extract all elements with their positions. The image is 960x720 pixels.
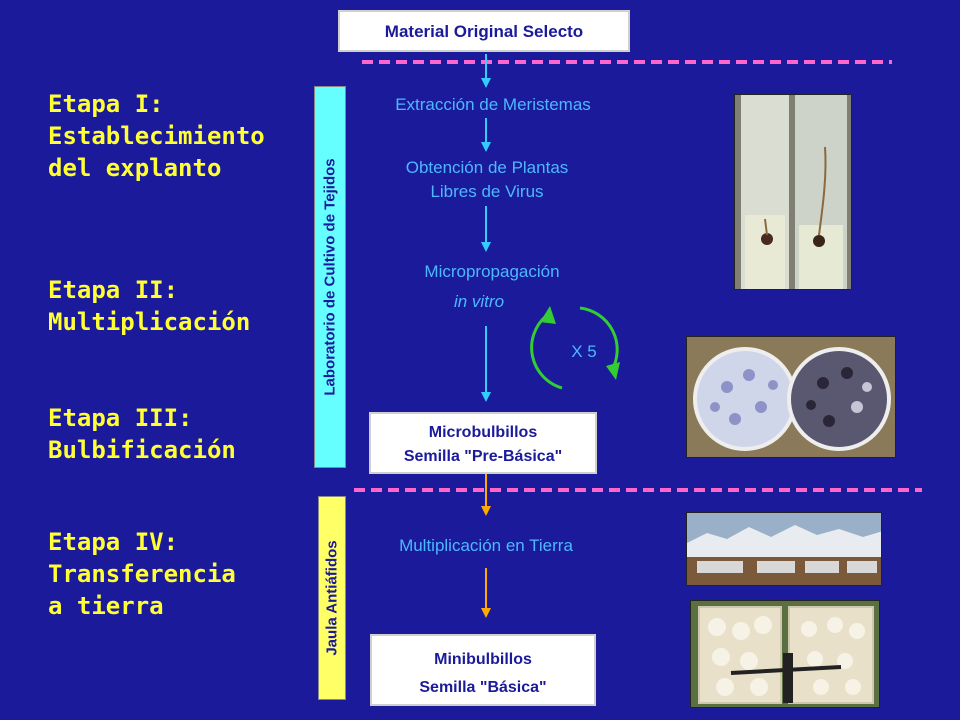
step-micropropagation-line-2: in vitro: [453, 292, 505, 311]
test-tubes-image: [735, 95, 851, 289]
stage-3-title: Etapa III:: [48, 404, 193, 432]
stage-2-title: Etapa II:: [48, 276, 179, 304]
photo-test-tubes: [734, 94, 852, 290]
stage-2-line-2: Multiplicación: [48, 308, 251, 336]
stage-1-label: Etapa I: Establecimiento del explanto: [48, 88, 265, 184]
step-extraction: Extracción de Meristemas: [395, 95, 591, 114]
stage-3-line-2: Bulbificación: [48, 436, 236, 464]
petri-dishes-image: [687, 337, 895, 457]
step-soil-multiplication: Multiplicación en Tierra: [399, 536, 573, 555]
stage-2-label: Etapa II: Multiplicación: [48, 274, 250, 338]
stage-1-line-3: del explanto: [48, 154, 222, 182]
field-mountains-image: [687, 513, 881, 585]
photo-garlic-trays: [690, 600, 880, 708]
top-box-material-original: Material Original Selecto: [338, 10, 630, 52]
cycle-label: X 5: [571, 342, 597, 361]
garlic-trays-image: [691, 601, 879, 707]
photo-field-mountains: [686, 512, 882, 586]
stage-4-title: Etapa IV:: [48, 528, 179, 556]
stage-3-label: Etapa III: Bulbificación: [48, 402, 236, 466]
stage-1-line-2: Establecimiento: [48, 122, 265, 150]
arrow-extraction-to-virusfree: [481, 118, 491, 152]
stage-4-line-2: Transferencia: [48, 560, 236, 588]
stage-4-label: Etapa IV: Transferencia a tierra: [48, 526, 236, 622]
step-micropropagation-line-1: Micropropagación: [424, 262, 560, 281]
lab-bar: Laboratorio de Cultivo de Tejidos: [314, 86, 346, 468]
step-virus-free-line-2: Libres de Virus: [430, 182, 544, 201]
cycle-arrow-icon: [530, 306, 620, 390]
arrow-soil-to-minibulbs: [481, 568, 491, 618]
minibulbs-box: Minibulbillos Semilla "Básica": [370, 634, 596, 706]
top-box-label: Material Original Selecto: [384, 22, 584, 41]
arrow-microprop-to-microbulbs: [481, 326, 491, 402]
microbulbs-line-1: Microbulbillos: [428, 424, 538, 441]
cage-bar: Jaula Antiáfidos: [318, 496, 346, 700]
step-virus-free: Obtención de Plantas Libres de Virus: [340, 156, 634, 204]
step-virus-free-line-1: Obtención de Plantas: [405, 158, 569, 177]
photo-petri-dishes: [686, 336, 896, 458]
step-micropropagation: Micropropagación in vitro: [372, 260, 612, 314]
arrow-microbulbs-to-soil: [481, 474, 491, 516]
minibulbs-line-2: Semilla "Básica": [419, 679, 547, 696]
arrow-top-to-extraction: [481, 54, 491, 88]
minibulbs-line-1: Minibulbillos: [434, 651, 532, 668]
microbulbs-line-2: Semilla "Pre-Básica": [403, 448, 563, 465]
microbulbs-box: Microbulbillos Semilla "Pre-Básica": [369, 412, 597, 474]
stage-4-line-3: a tierra: [48, 592, 164, 620]
stage-1-title: Etapa I:: [48, 90, 164, 118]
arrow-virusfree-to-microprop: [481, 206, 491, 252]
